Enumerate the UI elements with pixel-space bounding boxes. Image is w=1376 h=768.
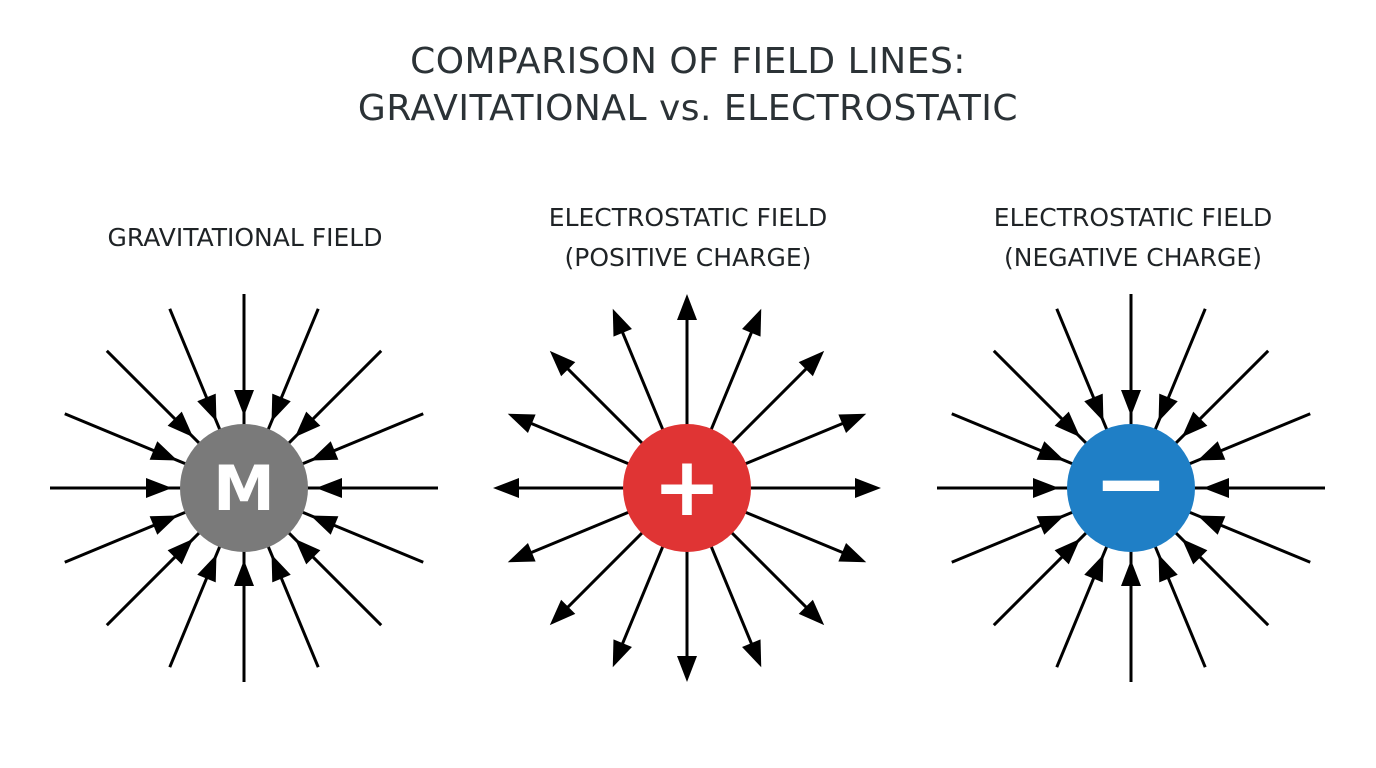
gravitational-field-line-13-arrowhead (234, 390, 254, 416)
positive-charge-title-line-2: (POSITIVE CHARGE) (564, 243, 812, 272)
positive-field-line-7-arrowhead (549, 599, 576, 626)
positive-field-line-12-arrowhead (612, 308, 632, 337)
negative-field-line-14-arrowhead (1158, 393, 1178, 422)
negative-field-line-13-arrowhead (1121, 390, 1141, 416)
gravitational-field-line-4-arrowhead (271, 554, 291, 583)
positive-field-line-3 (729, 530, 812, 613)
gravitational-field-title: GRAVITATIONAL FIELD (35, 218, 455, 258)
positive-field-line-14 (709, 326, 755, 432)
negative-field-line-7-arrowhead (1054, 538, 1081, 565)
negative-field-line-2-arrowhead (1197, 515, 1226, 535)
gravitational-center-body (180, 424, 308, 552)
negative-field-line-16-arrowhead (1197, 441, 1226, 461)
gravitational-field-panel: M (50, 294, 438, 682)
negative-field-line-9-arrowhead (1033, 478, 1059, 498)
positive-field-panel: + (493, 294, 881, 682)
positive-field-line-4-arrowhead (742, 639, 762, 668)
positive-charge-field-title: ELECTROSTATIC FIELD (POSITIVE CHARGE) (478, 198, 898, 278)
positive-field-line-11-arrowhead (549, 350, 576, 377)
gravitational-field-line-5-arrowhead (234, 560, 254, 586)
positive-center-symbol: + (653, 440, 722, 535)
gravitational-field-line-9-arrowhead (146, 478, 172, 498)
positive-field-line-11 (562, 363, 645, 446)
positive-field-line-1-arrowhead (855, 478, 881, 498)
positive-field-line-10-arrowhead (507, 413, 536, 433)
negative-center-body (1067, 424, 1195, 552)
negative-field-line-12-arrowhead (1084, 393, 1104, 422)
negative-field-line-10-arrowhead (1036, 441, 1065, 461)
negative-center-symbol: − (1093, 431, 1168, 536)
positive-field-line-5-arrowhead (677, 656, 697, 682)
gravitational-field-line-8-arrowhead (149, 515, 178, 535)
positive-field-line-16-arrowhead (838, 413, 867, 433)
negative-field-line-3-arrowhead (1181, 538, 1208, 565)
positive-field-line-15-arrowhead (798, 350, 825, 377)
gravitational-field-line-11-arrowhead (167, 411, 194, 438)
gravitational-center-symbol: M (213, 452, 275, 525)
negative-charge-title-line-2: (NEGATIVE CHARGE) (1004, 243, 1262, 272)
positive-field-line-10 (525, 420, 631, 466)
gravitational-field-line-1-arrowhead (316, 478, 342, 498)
main-title-line-1: COMPARISON OF FIELD LINES: (410, 41, 966, 82)
positive-field-line-3-arrowhead (798, 599, 825, 626)
gravitational-field-line-16-arrowhead (310, 441, 339, 461)
negative-field-line-1-arrowhead (1203, 478, 1229, 498)
negative-field-line-5-arrowhead (1121, 560, 1141, 586)
negative-charge-title-line-1: ELECTROSTATIC FIELD (993, 203, 1273, 232)
negative-field-line-11-arrowhead (1054, 411, 1081, 438)
positive-field-line-12 (619, 326, 665, 432)
positive-field-line-8 (525, 510, 631, 556)
gravitational-field-line-15-arrowhead (294, 411, 321, 438)
gravitational-field-line-3-arrowhead (294, 538, 321, 565)
positive-field-line-2-arrowhead (838, 543, 867, 563)
negative-field-panel: − (937, 294, 1325, 682)
negative-field-line-6-arrowhead (1084, 554, 1104, 583)
positive-field-line-8-arrowhead (507, 543, 536, 563)
positive-field-line-2 (743, 510, 849, 556)
positive-center-body (623, 424, 751, 552)
gravitational-field-line-7-arrowhead (167, 538, 194, 565)
positive-field-line-16 (743, 420, 849, 466)
positive-field-line-4 (709, 544, 755, 650)
gravitational-field-title-line-1: GRAVITATIONAL FIELD (107, 223, 383, 252)
negative-field-line-15-arrowhead (1181, 411, 1208, 438)
main-title-line-2: GRAVITATIONAL vs. ELECTROSTATIC (357, 88, 1019, 129)
positive-field-line-6-arrowhead (612, 639, 632, 668)
positive-field-line-7 (562, 530, 645, 613)
gravitational-field-line-12-arrowhead (197, 393, 217, 422)
gravitational-field-line-6-arrowhead (197, 554, 217, 583)
negative-charge-field-title: ELECTROSTATIC FIELD (NEGATIVE CHARGE) (923, 198, 1343, 278)
positive-field-line-14-arrowhead (742, 308, 762, 337)
negative-field-line-8-arrowhead (1036, 515, 1065, 535)
positive-field-line-15 (729, 363, 812, 446)
positive-field-line-9-arrowhead (493, 478, 519, 498)
negative-field-line-4-arrowhead (1158, 554, 1178, 583)
gravitational-field-line-14-arrowhead (271, 393, 291, 422)
gravitational-field-line-10-arrowhead (149, 441, 178, 461)
gravitational-field-line-2-arrowhead (310, 515, 339, 535)
positive-field-line-6 (619, 544, 665, 650)
positive-charge-title-line-1: ELECTROSTATIC FIELD (548, 203, 828, 232)
main-title: COMPARISON OF FIELD LINES: GRAVITATIONAL… (0, 38, 1376, 132)
positive-field-line-13-arrowhead (677, 294, 697, 320)
